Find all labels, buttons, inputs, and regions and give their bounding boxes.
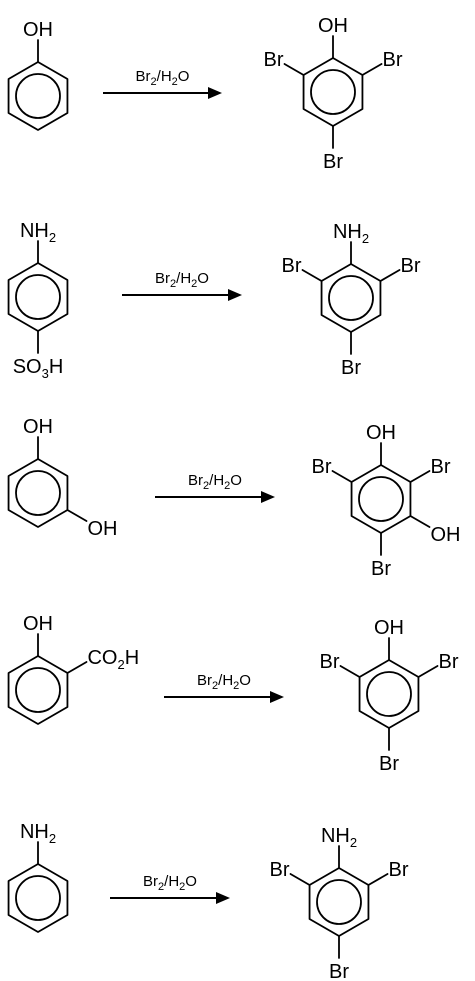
substituent-bond — [409, 515, 431, 528]
aromatic-circle — [358, 476, 404, 522]
substituent-label-co2h: CO2H — [87, 647, 139, 672]
aromatic-circle — [328, 275, 374, 321]
substituent-label-nh2: NH2 — [20, 821, 56, 846]
arrow-head-icon — [216, 892, 230, 904]
substituent-bond — [379, 269, 401, 282]
substituent-label-oh: OH — [23, 19, 53, 41]
aromatic-circle — [15, 875, 61, 921]
benzene-ring — [7, 262, 69, 332]
reactant-structure: OH — [7, 19, 69, 131]
reaction-conditions: Br2/H2O — [143, 873, 197, 893]
aromatic-circle — [366, 671, 412, 717]
substituent-label-oh: OH — [23, 416, 53, 438]
reaction-step: Br2/H2O — [103, 68, 222, 99]
arrow-head-icon — [228, 289, 242, 301]
substituent-label-br: Br — [312, 456, 332, 478]
substituent-label-nh2: NH2 — [321, 825, 357, 850]
substituent-bond — [289, 873, 311, 886]
substituent-bond — [367, 873, 389, 886]
reaction-conditions: Br2/H2O — [155, 270, 209, 290]
aromatic-circle — [310, 69, 356, 115]
aromatic-circle — [316, 879, 362, 925]
substituent-label-br: Br — [341, 357, 361, 379]
benzene-ring — [350, 464, 412, 534]
substituent-label-nh2: NH2 — [333, 221, 369, 246]
substituent-label-br: Br — [379, 753, 399, 775]
arrow-head-icon — [270, 691, 284, 703]
reaction-conditions: Br2/H2O — [188, 472, 242, 492]
substituent-label-br: Br — [400, 255, 420, 277]
substituent-label-oh: OH — [430, 524, 460, 546]
substituent-label-oh: OH — [374, 617, 404, 639]
substituent-label-br: Br — [430, 456, 450, 478]
reaction-step: Br2/H2O — [122, 270, 242, 301]
substituent-label-nh2: NH2 — [20, 220, 56, 245]
substituent-bond — [339, 665, 361, 678]
reaction-step: Br2/H2O — [110, 873, 230, 904]
reaction-step: Br2/H2O — [155, 472, 275, 503]
benzene-ring — [320, 263, 382, 333]
substituent-label-br: Br — [320, 651, 340, 673]
aromatic-circle — [15, 274, 61, 320]
arrow-head-icon — [261, 491, 275, 503]
substituent-label-br: Br — [329, 961, 349, 981]
reaction-conditions: Br2/H2O — [197, 672, 251, 692]
substituent-bond — [283, 63, 305, 76]
benzene-ring — [308, 867, 370, 937]
substituent-bond — [417, 665, 439, 678]
substituent-label-oh: OH — [87, 518, 117, 540]
arrow-head-icon — [208, 87, 222, 99]
substituent-bond — [66, 661, 88, 674]
substituent-bond — [331, 470, 353, 483]
substituent-bond — [361, 63, 383, 76]
reactant-structure: NH2 — [7, 821, 69, 933]
reaction-step: Br2/H2O — [164, 672, 284, 703]
reactant-structure: OH CO2H — [7, 613, 139, 725]
substituent-label-oh: OH — [23, 613, 53, 635]
aromatic-circle — [15, 667, 61, 713]
substituent-bond — [66, 509, 88, 522]
benzene-ring — [7, 863, 69, 933]
benzene-ring — [302, 57, 364, 127]
substituent-label-br: Br — [282, 255, 302, 277]
substituent-label-oh: OH — [318, 15, 348, 37]
aromatic-circle — [15, 470, 61, 516]
reactant-structure: OH OH — [7, 416, 117, 540]
substituent-bond — [409, 470, 431, 483]
substituent-label-so3h: SO3H — [13, 356, 64, 381]
substituent-label-br: Br — [270, 859, 290, 881]
aromatic-circle — [15, 73, 61, 119]
substituent-label-br: Br — [388, 859, 408, 881]
substituent-label-br: Br — [438, 651, 458, 673]
substituent-bond — [301, 269, 323, 282]
benzene-ring — [7, 61, 69, 131]
substituent-label-br: Br — [323, 151, 343, 173]
benzene-ring — [7, 655, 69, 725]
benzene-ring — [358, 659, 420, 729]
substituent-label-br: Br — [264, 49, 284, 71]
substituent-label-br: Br — [371, 558, 391, 580]
substituent-label-br: Br — [382, 49, 402, 71]
substituent-label-oh: OH — [366, 422, 396, 444]
reaction-conditions: Br2/H2O — [136, 68, 190, 88]
benzene-ring — [7, 458, 69, 528]
